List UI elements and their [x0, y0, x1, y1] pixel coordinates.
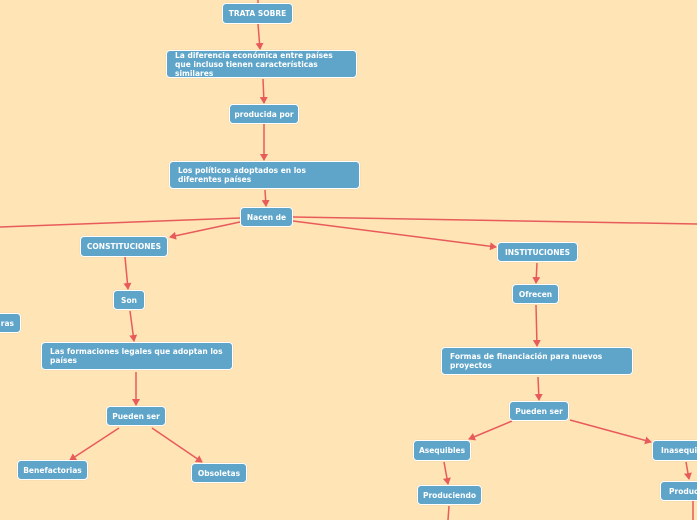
edge-pueden-asequibles — [468, 420, 513, 441]
edge-nacen-instituciones — [292, 220, 497, 251]
node-partial-left[interactable]: ras — [0, 313, 21, 333]
edge-nacen-far-left — [0, 217, 241, 228]
node-producida-por[interactable]: producida por — [229, 104, 299, 124]
edge-pueden-benefactorias — [69, 427, 120, 461]
edge-pueden-obsoletas — [151, 427, 203, 463]
node-produciendo-right[interactable]: Produciendo — [660, 481, 697, 501]
edge-nacen-far-right — [292, 216, 697, 225]
node-formaciones-legales[interactable]: Las formaciones legales que adoptan los … — [41, 342, 233, 370]
node-produciendo-left[interactable]: Produciendo — [417, 485, 482, 505]
edge-son-formaciones — [129, 310, 138, 342]
edge-formas-pueden — [534, 376, 543, 401]
node-obsoletas[interactable]: Obsoletas — [191, 463, 247, 483]
node-politicos-adoptados[interactable]: Los políticos adoptados en los diferente… — [169, 161, 360, 189]
edge-asequibles-produciendo — [442, 461, 451, 485]
node-benefactorias[interactable]: Benefactorias — [17, 460, 88, 480]
edge-trata-diferencia — [255, 23, 264, 50]
node-inasequibles[interactable]: Inasequibles — [652, 440, 697, 461]
edge-politicos-nacen — [261, 189, 270, 207]
node-instituciones[interactable]: INSTITUCIONES — [497, 242, 578, 262]
edge-ofrecen-formas — [532, 304, 541, 347]
edge-diferencia-producida — [259, 78, 268, 104]
edge-produciendo-down — [447, 505, 450, 520]
edge-pueden-inasequibles — [569, 419, 652, 445]
edge-nacen-constituciones — [169, 221, 241, 240]
node-ofrecen[interactable]: Ofrecen — [512, 284, 559, 304]
node-formas-financiacion[interactable]: Formas de financiación para nuevos proye… — [441, 347, 633, 375]
edge-inasequibles-produciendo — [684, 461, 692, 480]
node-asequibles[interactable]: Asequibles — [413, 440, 471, 461]
node-son[interactable]: Son — [113, 290, 145, 310]
node-nacen-de[interactable]: Nacen de — [240, 207, 293, 227]
node-diferencia-economica[interactable]: La diferencia económica entre países que… — [166, 50, 357, 78]
node-constituciones[interactable]: CONSTITUCIONES — [80, 236, 168, 257]
edge-instituciones-ofrecen — [532, 262, 541, 284]
node-pueden-ser-right[interactable]: Pueden ser — [509, 401, 569, 421]
node-trata-sobre[interactable]: TRATA SOBRE — [222, 3, 293, 24]
node-pueden-ser-left[interactable]: Pueden ser — [106, 406, 166, 426]
edge-constituciones-son — [123, 256, 132, 290]
